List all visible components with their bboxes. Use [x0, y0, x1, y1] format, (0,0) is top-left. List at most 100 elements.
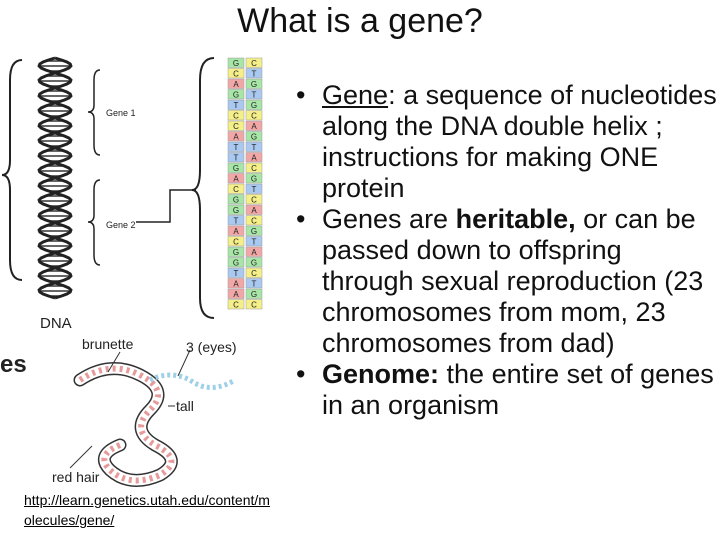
red-hair-pointer	[69, 445, 93, 469]
base-letter: G	[251, 80, 257, 89]
base-letter: G	[233, 164, 239, 173]
base-cell	[245, 110, 263, 121]
base-cell	[245, 162, 263, 173]
bullet-genome: Genome: the entire set of genes in an or…	[292, 359, 718, 421]
base-cell	[245, 141, 263, 152]
page-title: What is a gene?	[237, 2, 483, 40]
source-link[interactable]: http://learn.genetics.utah.edu/content/m…	[24, 492, 270, 528]
base-cell	[245, 78, 263, 89]
base-cell	[227, 78, 245, 89]
base-cell	[227, 278, 245, 289]
gene1-label: Gene 1	[106, 108, 136, 118]
base-letter: G	[251, 133, 257, 142]
base-cell	[227, 57, 245, 68]
base-letter: C	[233, 185, 239, 194]
base-letter: G	[233, 206, 239, 215]
bullet-heritable-term: heritable,	[455, 204, 576, 235]
base-cell	[227, 236, 245, 247]
base-letter: T	[252, 185, 257, 194]
base-letter: C	[251, 217, 257, 226]
base-cell	[227, 120, 245, 131]
base-cell	[227, 99, 245, 110]
bullet-heritable-pre: Genes are	[322, 204, 456, 235]
base-letter: T	[234, 269, 239, 278]
dna-helix	[37, 56, 73, 300]
base-letter: C	[251, 269, 257, 278]
base-cell	[245, 99, 263, 110]
brunette-label: brunette	[82, 336, 134, 352]
chromosome-bands	[78, 365, 175, 484]
red-hair-label: red hair	[52, 469, 100, 485]
base-cell	[227, 288, 245, 299]
chromosome-bands-2	[148, 372, 237, 390]
bullet-list: Gene: a sequence of nucleotides along th…	[292, 80, 718, 422]
base-cell	[227, 246, 245, 257]
base-letter: C	[233, 301, 239, 310]
base-cell	[245, 246, 263, 257]
dna-diagram: Gene 1 Gene 2 GCAGTCCATTGACGGTACGGTAACCT…	[0, 56, 263, 487]
base-letter: A	[233, 175, 239, 184]
base-letter: A	[233, 290, 239, 299]
base-letter: G	[251, 259, 257, 268]
base-letter: G	[251, 227, 257, 236]
base-letter: G	[233, 91, 239, 100]
base-cell	[245, 215, 263, 226]
base-cell	[227, 194, 245, 205]
base-letter: G	[233, 248, 239, 257]
base-cell	[245, 278, 263, 289]
base-cell	[245, 173, 263, 184]
tall-label: tall	[176, 398, 194, 414]
base-letter: T	[252, 280, 257, 289]
base-letter: T	[252, 70, 257, 79]
base-letter: C	[233, 70, 239, 79]
base-cell	[227, 110, 245, 121]
base-cell	[227, 215, 245, 226]
gene2-bracket	[87, 179, 101, 266]
base-cell	[245, 257, 263, 268]
connector-line	[136, 189, 196, 223]
base-cell	[227, 257, 245, 268]
base-letter: A	[233, 280, 239, 289]
base-letter: T	[252, 91, 257, 100]
base-cell	[245, 131, 263, 142]
base-letter: A	[233, 80, 239, 89]
base-cell	[227, 141, 245, 152]
bullet-genome-term: Genome:	[322, 359, 440, 390]
base-cell	[245, 120, 263, 131]
base-cell	[245, 299, 263, 310]
base-letter: C	[233, 112, 239, 121]
base-letter: A	[251, 154, 257, 163]
base-cell	[245, 267, 263, 278]
bullet-genome-text: the entire set of genes in an organism	[322, 359, 714, 421]
base-cell	[245, 57, 263, 68]
base-cell	[227, 162, 245, 173]
base-letter: C	[233, 122, 239, 131]
bullet-gene-term: Gene	[322, 80, 389, 110]
base-letter: C	[251, 196, 257, 205]
base-letter: T	[234, 217, 239, 226]
base-letter: T	[234, 154, 239, 163]
brunette-pointer	[107, 351, 121, 373]
base-letter: G	[233, 196, 239, 205]
base-letter: G	[251, 175, 257, 184]
base-letter: G	[233, 59, 239, 68]
base-cell	[227, 225, 245, 236]
base-letter: C	[251, 164, 257, 173]
base-letter: C	[251, 301, 257, 310]
base-cell	[227, 131, 245, 142]
base-letter: G	[251, 101, 257, 110]
bullet-heritable-post: or can be passed down to offspring throu…	[322, 204, 704, 359]
eyes-pointer	[177, 349, 191, 377]
dna-label: DNA	[40, 315, 72, 332]
base-cell	[227, 299, 245, 310]
base-cell	[227, 183, 245, 194]
base-cell	[245, 68, 263, 79]
base-cell	[227, 267, 245, 278]
eyes-label: 3 (eyes)	[186, 339, 237, 355]
base-cell	[227, 89, 245, 100]
base-cell	[245, 288, 263, 299]
base-cell	[245, 194, 263, 205]
base-letter: G	[251, 290, 257, 299]
base-cell	[227, 68, 245, 79]
